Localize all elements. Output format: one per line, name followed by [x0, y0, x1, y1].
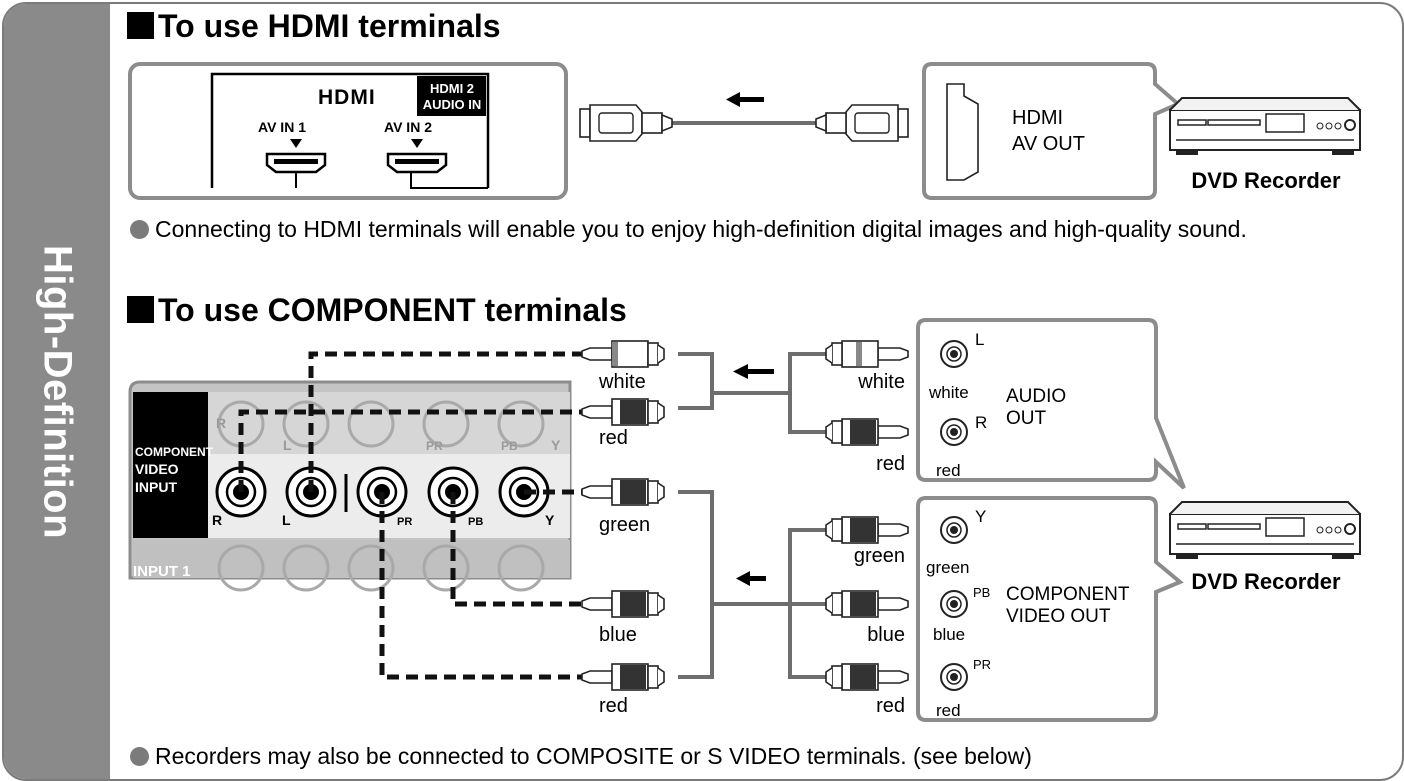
audio-out-title-2: OUT: [1006, 408, 1047, 429]
plug-label-tv-red: red: [599, 427, 628, 449]
audio-jack-r-color: red: [936, 461, 961, 480]
svg-text:PB: PB: [501, 439, 518, 453]
component-heading: To use COMPONENT terminals: [127, 292, 627, 329]
plug-label-rec-red-2: red: [876, 695, 905, 717]
hdmi-heading-text: To use HDMI terminals: [158, 8, 501, 44]
video-jack-pb-icon: [940, 590, 968, 618]
svg-text:PR: PR: [426, 439, 443, 453]
audio-jack-r-icon: [940, 418, 968, 446]
plug-label-rec-green: green: [854, 545, 905, 567]
jack-label-l: L: [282, 512, 291, 528]
arrow-down-icon: [290, 139, 302, 148]
dashed-wires: [238, 351, 582, 680]
arrow-left-icon: [726, 92, 764, 107]
input-1-label: INPUT 1: [133, 563, 191, 580]
component-input-label-1: COMPONENT: [135, 445, 214, 459]
audio-out-title-1: AUDIO: [1006, 386, 1066, 407]
component-input-label-2: VIDEO: [135, 461, 179, 477]
svg-text:Y: Y: [551, 437, 561, 453]
hdmi-2-badge-line2: AUDIO IN: [423, 97, 482, 112]
arrow-left-icon: [736, 571, 766, 586]
av-in-1-label: AV IN 1: [258, 119, 306, 135]
dvd-recorder-label-hdmi: DVD Recorder: [1191, 168, 1341, 193]
component-note: Recorders may also be connected to COMPO…: [130, 743, 1370, 769]
hdmi-logo: HDMI: [318, 86, 376, 109]
plug-label-rec-white: white: [857, 371, 905, 393]
plug-label-rec-red: red: [876, 453, 905, 475]
jack-label-pr: PR: [397, 516, 412, 528]
jack-label-y: Y: [545, 512, 555, 528]
square-bullet-icon: [127, 12, 154, 39]
tv-component-panel: R L PR PB Y: [128, 380, 572, 592]
bullet-dot-icon: [130, 220, 149, 239]
arrow-left-icon: [733, 364, 774, 379]
video-jack-pr-letter: PR: [973, 657, 991, 672]
hdmi-port-1-icon: [265, 152, 327, 174]
audio-jack-l-color: white: [928, 383, 969, 402]
video-out-callout: [916, 496, 1184, 722]
sidebar: High-Definition: [4, 4, 110, 779]
video-jack-pb-color: blue: [933, 625, 965, 644]
video-out-title-2: VIDEO OUT: [1006, 606, 1111, 627]
dvd-recorder-label-component: DVD Recorder: [1191, 569, 1341, 594]
audio-jack-l-letter: L: [975, 330, 984, 349]
plug-label-tv-green: green: [599, 514, 650, 536]
component-input-label-3: INPUT: [135, 479, 177, 495]
hdmi-2-badge: [417, 76, 486, 116]
bullet-dot-icon: [130, 747, 149, 766]
plug-tv-white-icon: [581, 340, 665, 368]
dvd-recorder-icon: [1169, 501, 1361, 560]
hdmi-port-2-icon: [386, 152, 448, 174]
video-jack-pr-color: red: [936, 701, 961, 720]
hdmi-out-label-1: HDMI: [1012, 107, 1063, 129]
video-out-title-1: COMPONENT: [1006, 584, 1130, 605]
video-jack-pb-letter: PB: [973, 585, 990, 600]
recorder-hdmi-callout: [922, 62, 1182, 200]
av-in-2-label: AV IN 2: [384, 119, 432, 135]
hdmi-out-port-icon: [946, 83, 979, 181]
plug-label-tv-white: white: [598, 371, 646, 393]
dvd-recorder-icon: [1169, 97, 1361, 156]
video-jack-pr-icon: [940, 663, 968, 691]
svg-text:R: R: [216, 415, 226, 431]
video-jack-y-color: green: [926, 558, 969, 577]
audio-out-callout: [916, 318, 1186, 490]
hdmi-plug-left-icon: [579, 104, 673, 142]
plug-label-tv-red-2: red: [599, 695, 628, 717]
hdmi-note-text: Connecting to HDMI terminals will enable…: [155, 216, 1247, 242]
component-note-text: Recorders may also be connected to COMPO…: [155, 743, 1032, 769]
svg-text:L: L: [283, 437, 292, 453]
arrow-down-icon: [411, 139, 423, 148]
hdmi-heading: To use HDMI terminals: [127, 8, 501, 45]
plug-label-rec-blue: blue: [867, 624, 905, 646]
video-jack-y-letter: Y: [975, 507, 986, 526]
jack-label-r: R: [212, 512, 222, 528]
plug-label-tv-blue: blue: [599, 624, 637, 646]
hdmi-plug-right-icon: [815, 104, 909, 142]
jack-label-pb: PB: [468, 516, 483, 528]
hdmi-2-badge-line1: HDMI 2: [430, 81, 474, 96]
square-bullet-icon: [127, 296, 154, 323]
video-jack-y-icon: [940, 516, 968, 544]
plug-rec-white-icon: [825, 340, 909, 368]
hdmi-out-label-2: AV OUT: [1012, 133, 1085, 155]
hdmi-note: Connecting to HDMI terminals will enable…: [130, 216, 1370, 242]
component-cables: [678, 352, 826, 679]
audio-jack-r-letter: R: [975, 413, 987, 432]
component-heading-text: To use COMPONENT terminals: [158, 292, 627, 328]
audio-jack-l-icon: [940, 340, 968, 368]
tv-hdmi-panel: [128, 62, 568, 200]
